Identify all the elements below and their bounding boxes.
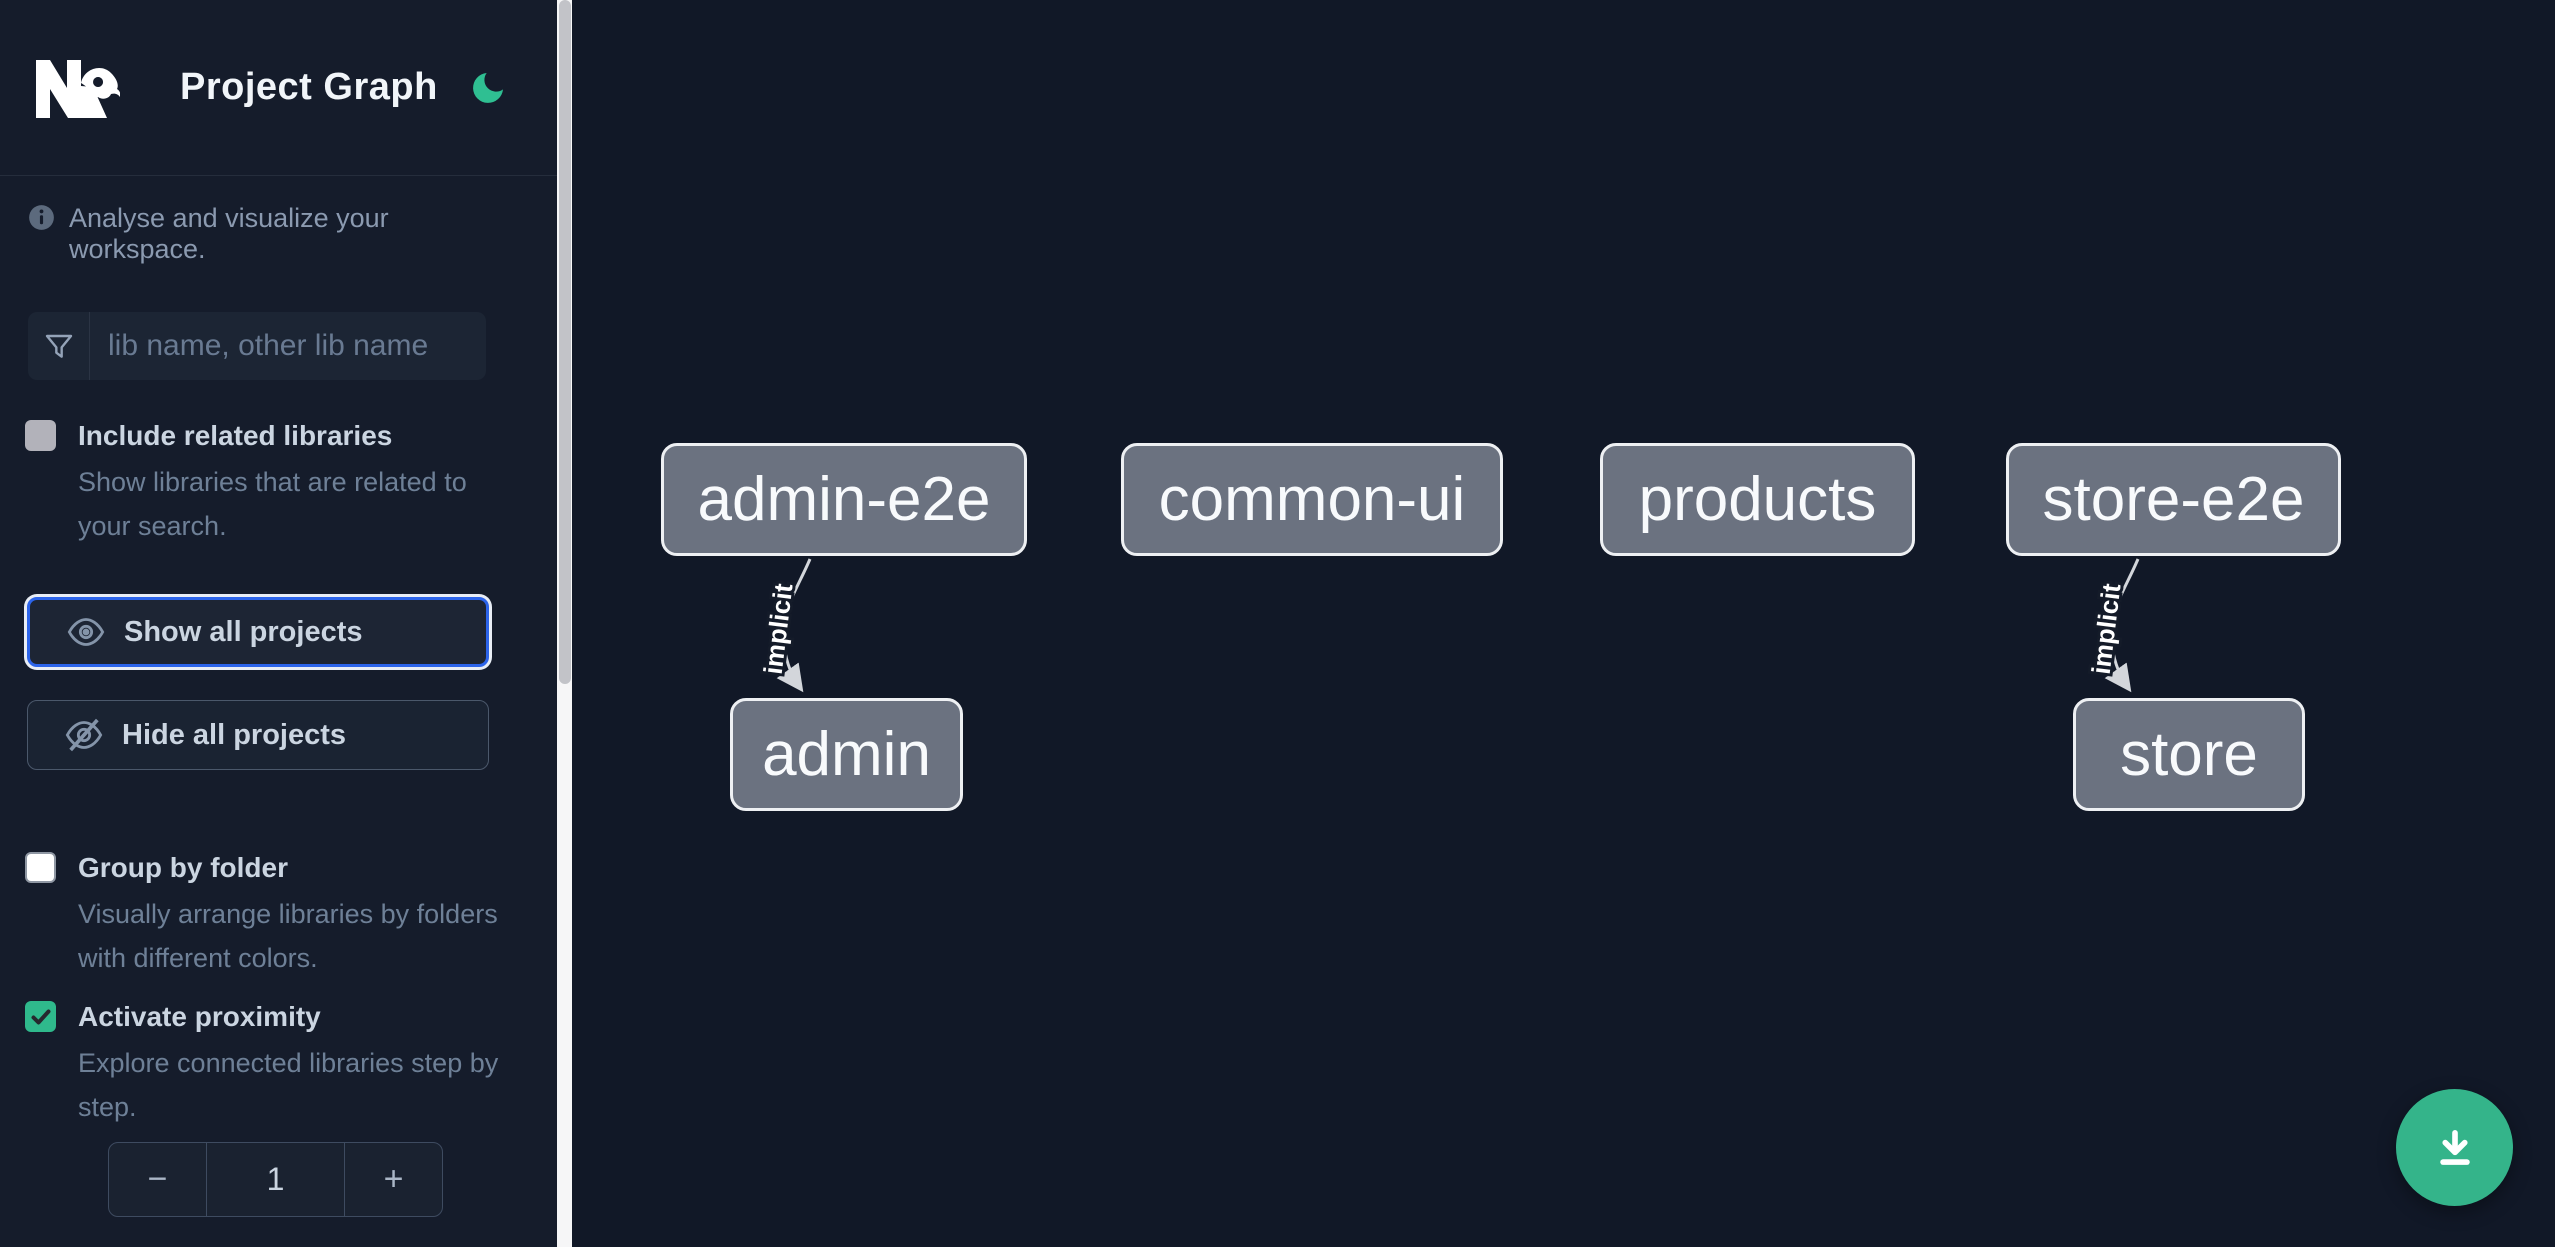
workspace-info: Analyse and visualize your workspace.	[28, 203, 528, 265]
download-icon	[2439, 1129, 2470, 1165]
sidebar-scrollbar[interactable]	[557, 0, 572, 1247]
project-node-store-e2e[interactable]: store-e2e	[2006, 443, 2341, 556]
stepper-decrement-button[interactable]: −	[109, 1143, 207, 1216]
toggle-group-by-folder: Group by folder Visually arrange librari…	[25, 850, 498, 980]
filter-funnel-icon	[28, 312, 90, 380]
page-title: Project Graph	[180, 66, 438, 108]
workspace-info-text: Analyse and visualize your workspace.	[69, 203, 389, 264]
button-label: Hide all projects	[122, 718, 347, 751]
stepper-increment-button[interactable]: +	[344, 1143, 442, 1216]
eye-icon	[67, 618, 105, 646]
toggle-label[interactable]: Include related libraries	[78, 420, 393, 451]
toggle-description: Show libraries that are related to your …	[78, 467, 467, 541]
show-all-projects-button[interactable]: Show all projects	[27, 597, 489, 667]
project-node-common-ui[interactable]: common-ui	[1121, 443, 1503, 556]
project-node-products[interactable]: products	[1600, 443, 1915, 556]
edge-label: implicit	[758, 582, 799, 676]
sidebar-header: Project Graph	[0, 0, 557, 176]
activate-proximity-checkbox[interactable]	[25, 1001, 56, 1032]
hide-all-projects-button[interactable]: Hide all projects	[27, 700, 489, 770]
nx-logo-icon	[36, 60, 120, 118]
toggle-include-related: Include related libraries Show libraries…	[25, 418, 495, 548]
edge-label: implicit	[2086, 582, 2127, 676]
include-related-checkbox[interactable]	[25, 420, 56, 451]
graph-edges: implicit implicit	[755, 558, 2140, 693]
toggle-label[interactable]: Group by folder	[78, 852, 288, 883]
toggle-description: Explore connected libraries step by step…	[78, 1048, 499, 1122]
eye-off-icon	[65, 718, 103, 752]
check-icon	[31, 1009, 50, 1024]
group-by-folder-checkbox[interactable]	[25, 852, 56, 883]
toggle-description: Visually arrange libraries by folders wi…	[78, 899, 498, 973]
toggle-label[interactable]: Activate proximity	[78, 1001, 321, 1032]
info-icon	[29, 205, 54, 230]
project-node-store[interactable]: store	[2073, 698, 2305, 811]
download-graph-button[interactable]	[2396, 1089, 2513, 1206]
search-box	[28, 312, 512, 380]
toggle-activate-proximity: Activate proximity Explore connected lib…	[25, 999, 498, 1129]
scrollbar-thumb[interactable]	[558, 0, 571, 684]
sidebar: Project Graph Analyse and visualize your…	[0, 0, 557, 1247]
button-label: Show all projects	[124, 615, 363, 648]
theme-toggle-button[interactable]	[468, 68, 508, 108]
search-input[interactable]	[90, 312, 512, 380]
proximity-stepper: − 1 +	[108, 1142, 443, 1217]
graph-canvas[interactable]: implicit implicit admin-e2e common-ui pr…	[572, 0, 2555, 1247]
project-node-admin[interactable]: admin	[730, 698, 963, 811]
edge-admin-e2e-admin	[776, 558, 812, 693]
project-node-admin-e2e[interactable]: admin-e2e	[661, 443, 1027, 556]
stepper-value: 1	[266, 1161, 285, 1197]
edge-store-e2e-store	[2104, 558, 2140, 693]
moon-icon	[473, 73, 503, 103]
